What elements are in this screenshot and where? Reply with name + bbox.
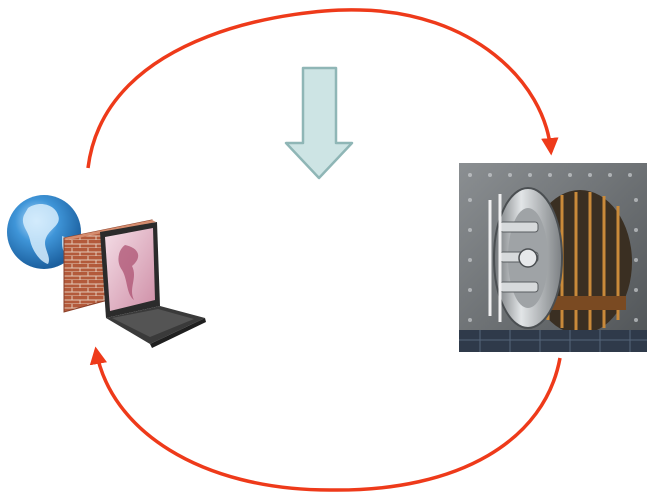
client-node-icon xyxy=(7,195,206,348)
vault-node-icon xyxy=(459,163,647,352)
laptop-icon xyxy=(100,222,206,348)
bottom-curved-arrow xyxy=(96,350,560,490)
down-arrow-icon xyxy=(286,68,352,178)
